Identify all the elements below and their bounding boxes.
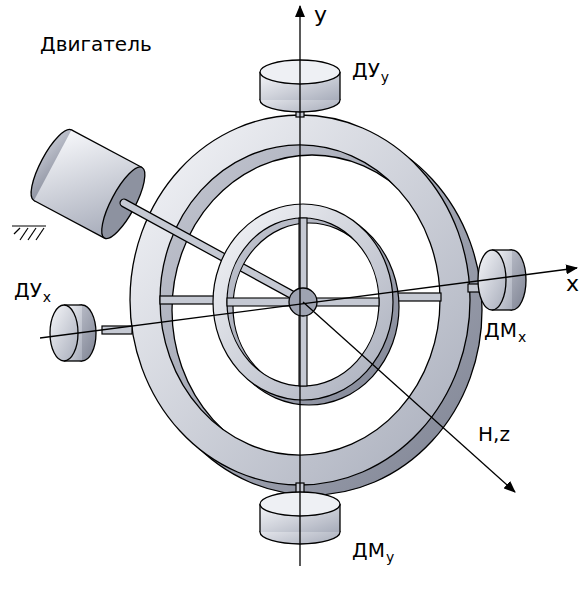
axis-subscript: x: [518, 330, 526, 344]
part-label: ДМ: [484, 320, 517, 340]
part-label: ДУ: [352, 60, 380, 80]
gimbal-axle: [102, 100, 492, 503]
ground-symbol: [12, 226, 46, 240]
part-label: Двигатель: [40, 34, 152, 54]
axis-subscript: y: [386, 550, 394, 564]
sensor-cylinder: [50, 305, 96, 361]
part-label: y: [314, 4, 327, 26]
axis-subscript: y: [381, 70, 389, 84]
axis-subscript: x: [43, 290, 51, 304]
part-label: H,z: [478, 424, 510, 444]
part-label: ДМ: [352, 540, 385, 560]
motor-body: [23, 124, 152, 243]
part-label: ДУ: [14, 280, 42, 300]
coordinate-axes: [40, 6, 577, 566]
part-label: x: [566, 273, 579, 295]
